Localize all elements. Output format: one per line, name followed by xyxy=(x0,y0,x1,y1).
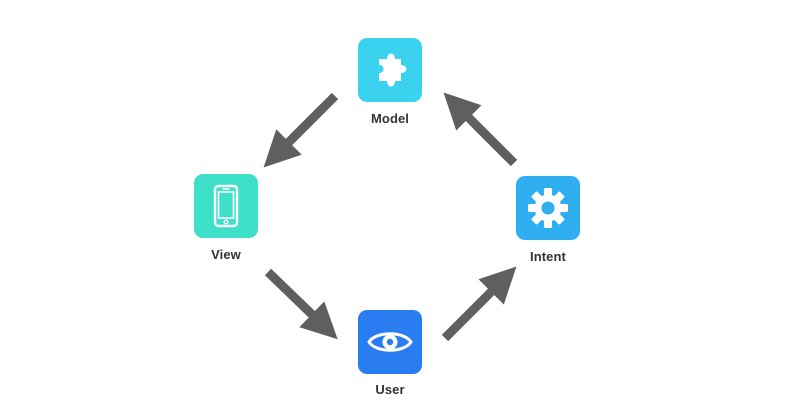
puzzle-piece-icon xyxy=(379,53,407,87)
arrow-view-to-user xyxy=(264,268,338,340)
user-node xyxy=(358,310,422,374)
arrow-model-to-view xyxy=(263,92,339,168)
arrow-intent-to-model xyxy=(443,92,518,167)
view-node xyxy=(194,174,258,238)
intent-node xyxy=(516,176,580,240)
arrow-user-to-intent xyxy=(441,266,517,342)
intent-label: Intent xyxy=(530,249,566,264)
smartphone-icon xyxy=(213,184,239,228)
gear-icon xyxy=(528,188,568,228)
model-node xyxy=(358,38,422,102)
view-label: View xyxy=(211,247,241,262)
eye-icon xyxy=(367,332,413,352)
model-label: Model xyxy=(370,111,410,126)
user-label: User xyxy=(375,382,405,397)
